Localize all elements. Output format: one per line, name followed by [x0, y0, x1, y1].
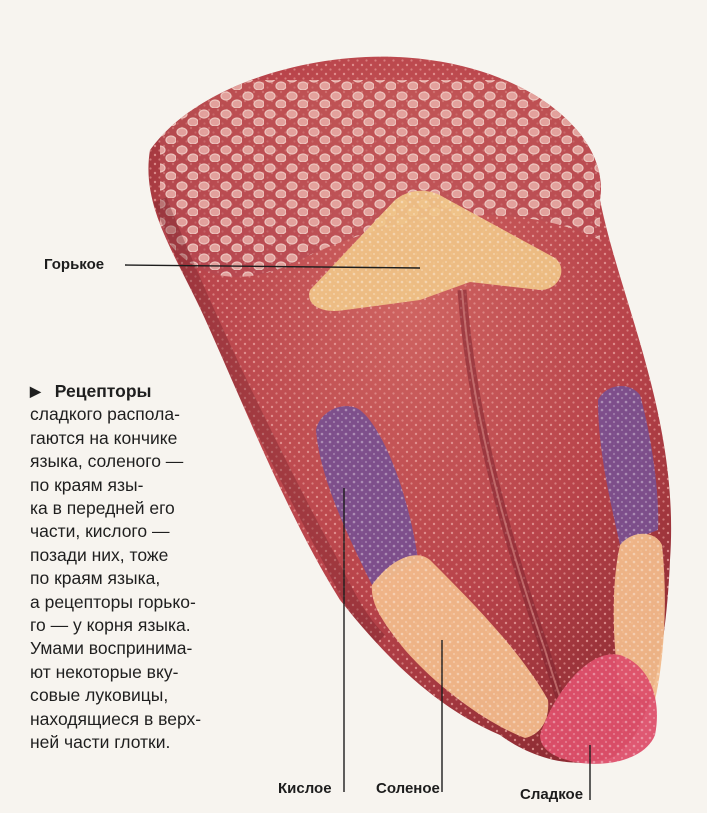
sweet-label: Сладкое	[520, 786, 583, 803]
caption-line: части, кислого —	[30, 520, 245, 543]
caption-line: ка в передней его	[30, 497, 245, 520]
caption-text: ▶ Рецепторы сладкого распола-гаются на к…	[30, 380, 245, 755]
caption-line: совые луковицы,	[30, 684, 245, 707]
caption-line: позади них, тоже	[30, 544, 245, 567]
caption-line: находящиеся в верх-	[30, 708, 245, 731]
caption-heading-row: ▶ Рецепторы	[30, 380, 245, 403]
salty-label: Соленое	[376, 780, 440, 797]
caption-line: по краям языка,	[30, 567, 245, 590]
caption-line: Умами воспринима-	[30, 637, 245, 660]
arrow-bullet-icon: ▶	[30, 380, 41, 403]
caption-line: ней части глотки.	[30, 731, 245, 754]
caption-line: а рецепторы горько-	[30, 591, 245, 614]
sour-label: Кислое	[278, 780, 332, 797]
caption-line: ют некоторые вку-	[30, 661, 245, 684]
bitter-label: Горькое	[44, 256, 104, 273]
caption-heading: Рецепторы	[55, 380, 152, 403]
caption-line: го — у корня языка.	[30, 614, 245, 637]
caption-line: гаются на кончике	[30, 427, 245, 450]
caption-line: сладкого распола-	[30, 403, 245, 426]
caption-line: по краям язы-	[30, 474, 245, 497]
caption-line: языка, соленого —	[30, 450, 245, 473]
